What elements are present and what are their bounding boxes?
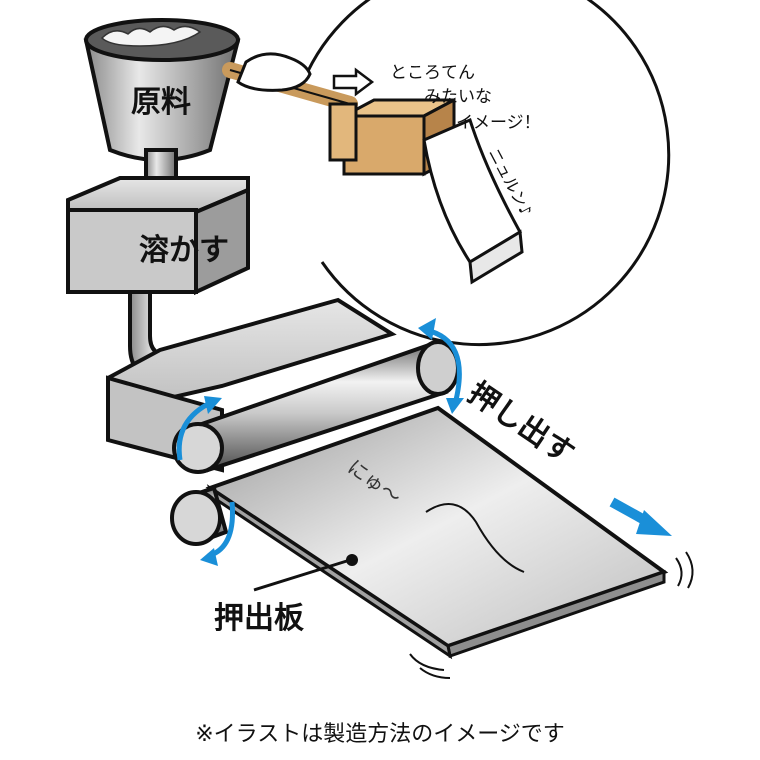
motion-lines-icon bbox=[409, 551, 694, 679]
roller-bottom bbox=[170, 485, 229, 546]
imagery-bubble bbox=[222, 0, 671, 347]
melter-label: 溶かす bbox=[139, 233, 229, 268]
caption: ※イラストは製造方法のイメージです bbox=[195, 722, 565, 747]
bubble-text-3: イメージ！ bbox=[456, 113, 541, 133]
extrusion-direction-arrow-icon bbox=[609, 497, 672, 536]
funnel-label: 原料 bbox=[131, 85, 191, 120]
melter-box bbox=[66, 176, 250, 296]
plate-pointer bbox=[253, 554, 358, 592]
arrowhead-icon bbox=[200, 318, 464, 566]
bubble-text-1: ところてん bbox=[390, 63, 475, 83]
plate-label: 押出板 bbox=[214, 601, 304, 636]
extruded-plate bbox=[205, 405, 669, 660]
bubble-text-2: みたいな bbox=[424, 87, 492, 107]
